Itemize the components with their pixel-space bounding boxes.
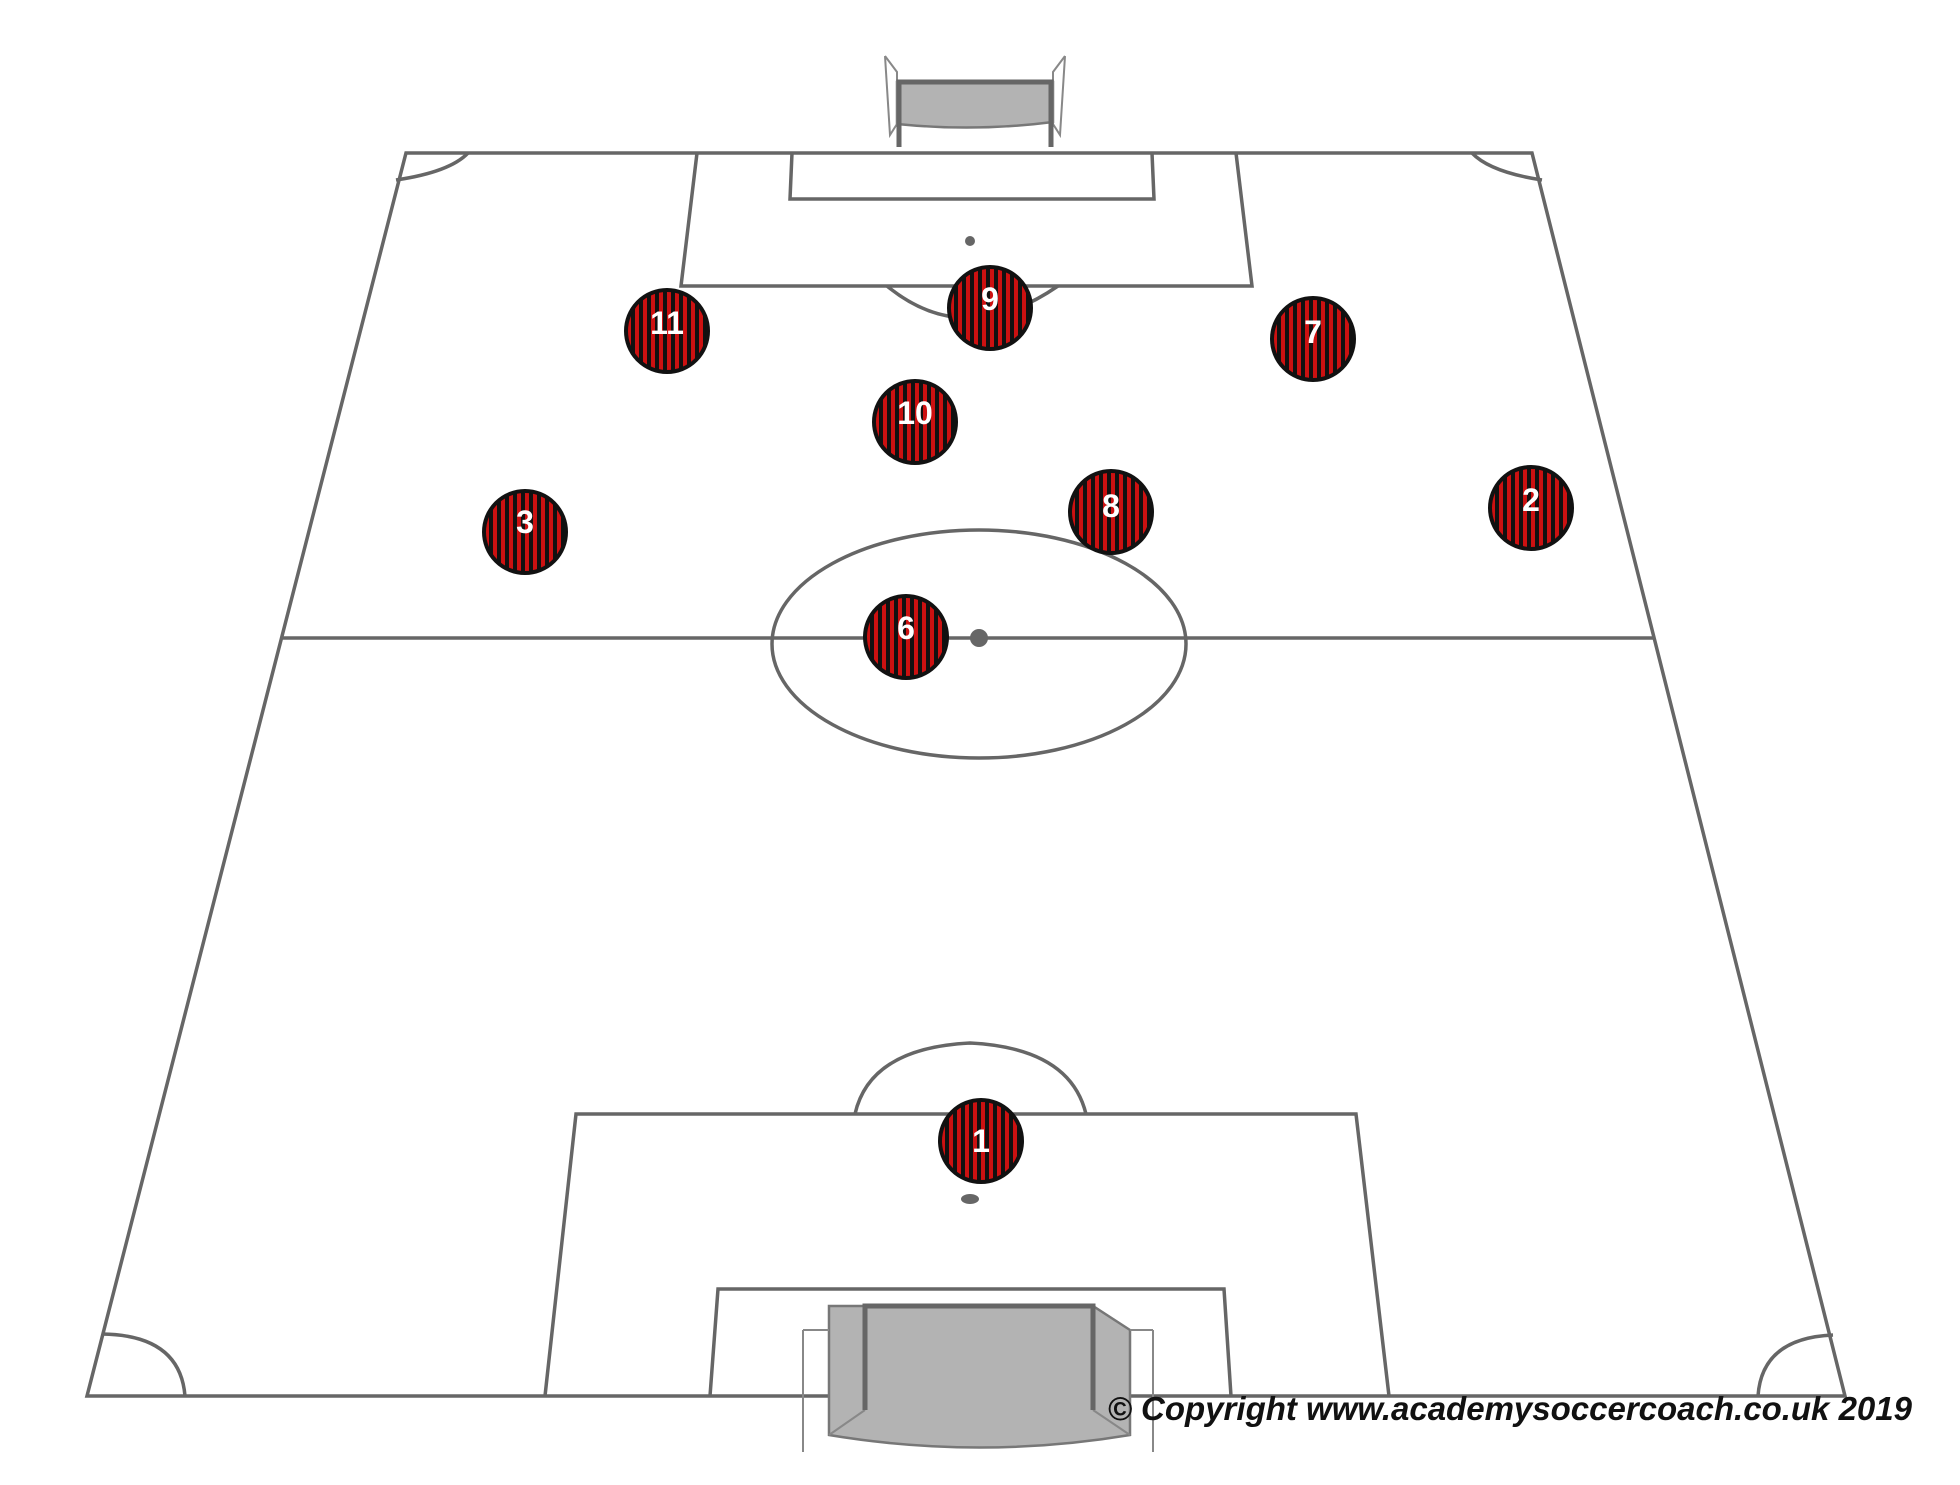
corner-arc-bottom-right <box>1756 1333 1834 1397</box>
player-10: 10 <box>872 379 958 465</box>
bottom-goal-area <box>708 1287 1233 1397</box>
player-1: 1 <box>938 1098 1024 1184</box>
centre-circle <box>770 528 1188 760</box>
copyright-notice: © Copyright www.academysoccercoach.co.uk… <box>1107 1390 1912 1427</box>
player-number: 6 <box>897 610 915 646</box>
top-penalty-spot <box>965 236 975 246</box>
bottom-penalty-arc <box>853 1041 1088 1115</box>
player-11: 11 <box>624 288 710 374</box>
player-8: 8 <box>1068 469 1154 555</box>
player-2: 2 <box>1488 465 1574 551</box>
player-6: 6 <box>863 594 949 680</box>
centre-spot <box>970 629 988 647</box>
player-number: 7 <box>1304 314 1322 350</box>
player-number: 2 <box>1522 482 1540 518</box>
top-penalty-area <box>679 152 1254 288</box>
player-number: 3 <box>516 504 534 540</box>
player-number: 1 <box>972 1123 990 1159</box>
player-number: 10 <box>897 395 933 431</box>
player-number: 8 <box>1102 488 1120 524</box>
players: 1 2 3 6 8 10 7 9 <box>482 265 1574 1184</box>
player-number: 9 <box>981 281 999 317</box>
top-goal-area <box>788 152 1156 201</box>
bottom-goal <box>802 1303 1154 1452</box>
player-number: 11 <box>650 305 684 341</box>
player-3: 3 <box>482 489 568 575</box>
corner-arc-top-right <box>1470 151 1543 182</box>
top-goal <box>884 55 1066 147</box>
pitch-outline <box>84 151 1848 1398</box>
corner-arc-bottom-left <box>101 1332 187 1397</box>
player-7: 7 <box>1270 296 1356 382</box>
player-9: 9 <box>947 265 1033 351</box>
corner-arc-top-left <box>395 151 470 182</box>
bottom-penalty-spot <box>961 1194 979 1204</box>
